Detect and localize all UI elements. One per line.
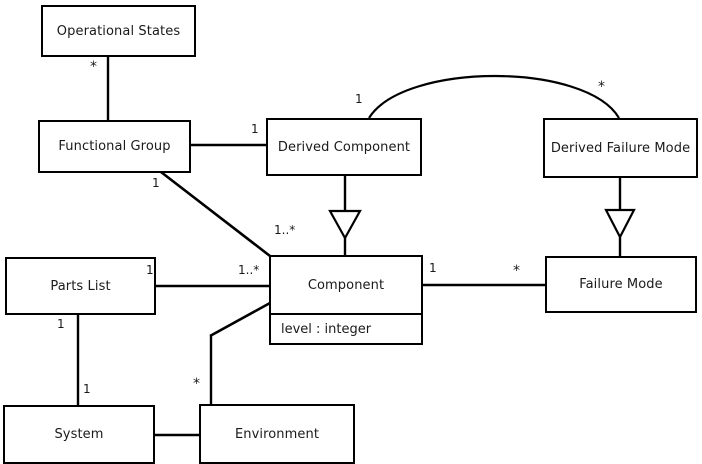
class-name-operational-states: Operational States: [56, 23, 181, 39]
uml-class-derived-failure-mode[interactable]: Derived Failure Mode: [543, 118, 698, 178]
generalization-triangle-failure-mode: [604, 208, 636, 240]
edge-environment-component-diagonal: [209, 301, 271, 338]
uml-class-system[interactable]: System: [3, 405, 155, 464]
class-name-failure-mode: Failure Mode: [579, 277, 663, 292]
multiplicity-derived-component-curve: 1: [355, 92, 363, 106]
multiplicity-component-failure-mode-far: *: [513, 263, 520, 279]
multiplicity-component-functional-group: 1..*: [274, 223, 296, 237]
uml-class-functional-group[interactable]: Functional Group: [38, 120, 191, 173]
multiplicity-environment-component: *: [193, 376, 200, 392]
multiplicity-component-failure-mode-near: 1: [429, 261, 437, 275]
multiplicity-parts-list-system-top: 1: [57, 317, 65, 331]
class-name-component: Component: [307, 277, 385, 293]
uml-class-operational-states[interactable]: Operational States: [41, 5, 196, 57]
class-attribute-component-level: level : integer: [271, 313, 421, 343]
uml-class-failure-mode[interactable]: Failure Mode: [545, 256, 697, 313]
class-name-functional-group: Functional Group: [58, 139, 171, 154]
multiplicity-parts-list-system-bottom: 1: [83, 382, 91, 396]
uml-class-environment[interactable]: Environment: [199, 404, 355, 464]
edge-derived-component-derived-failure-mode: [368, 74, 620, 119]
uml-class-parts-list[interactable]: Parts List: [5, 257, 156, 315]
class-name-system: System: [54, 427, 104, 442]
class-name-parts-list: Parts List: [50, 278, 111, 294]
uml-class-derived-component[interactable]: Derived Component: [266, 118, 422, 176]
uml-class-component[interactable]: Component level : integer: [269, 255, 423, 345]
multiplicity-functional-group-component: 1: [152, 176, 160, 190]
class-name-environment: Environment: [234, 426, 320, 442]
edge-functional-group-component: [160, 170, 271, 258]
multiplicity-parts-list-component-near: 1: [146, 263, 154, 277]
multiplicity-parts-list-component-far: 1..*: [238, 263, 260, 277]
class-name-derived-component: Derived Component: [277, 139, 411, 155]
generalization-triangle-component: [328, 209, 362, 241]
multiplicity-functional-group-derived-component: 1: [251, 122, 259, 136]
multiplicity-derived-failure-mode-curve: *: [598, 79, 605, 95]
class-name-derived-failure-mode: Derived Failure Mode: [550, 140, 691, 156]
multiplicity-operational-states-functional-group: *: [90, 59, 97, 75]
